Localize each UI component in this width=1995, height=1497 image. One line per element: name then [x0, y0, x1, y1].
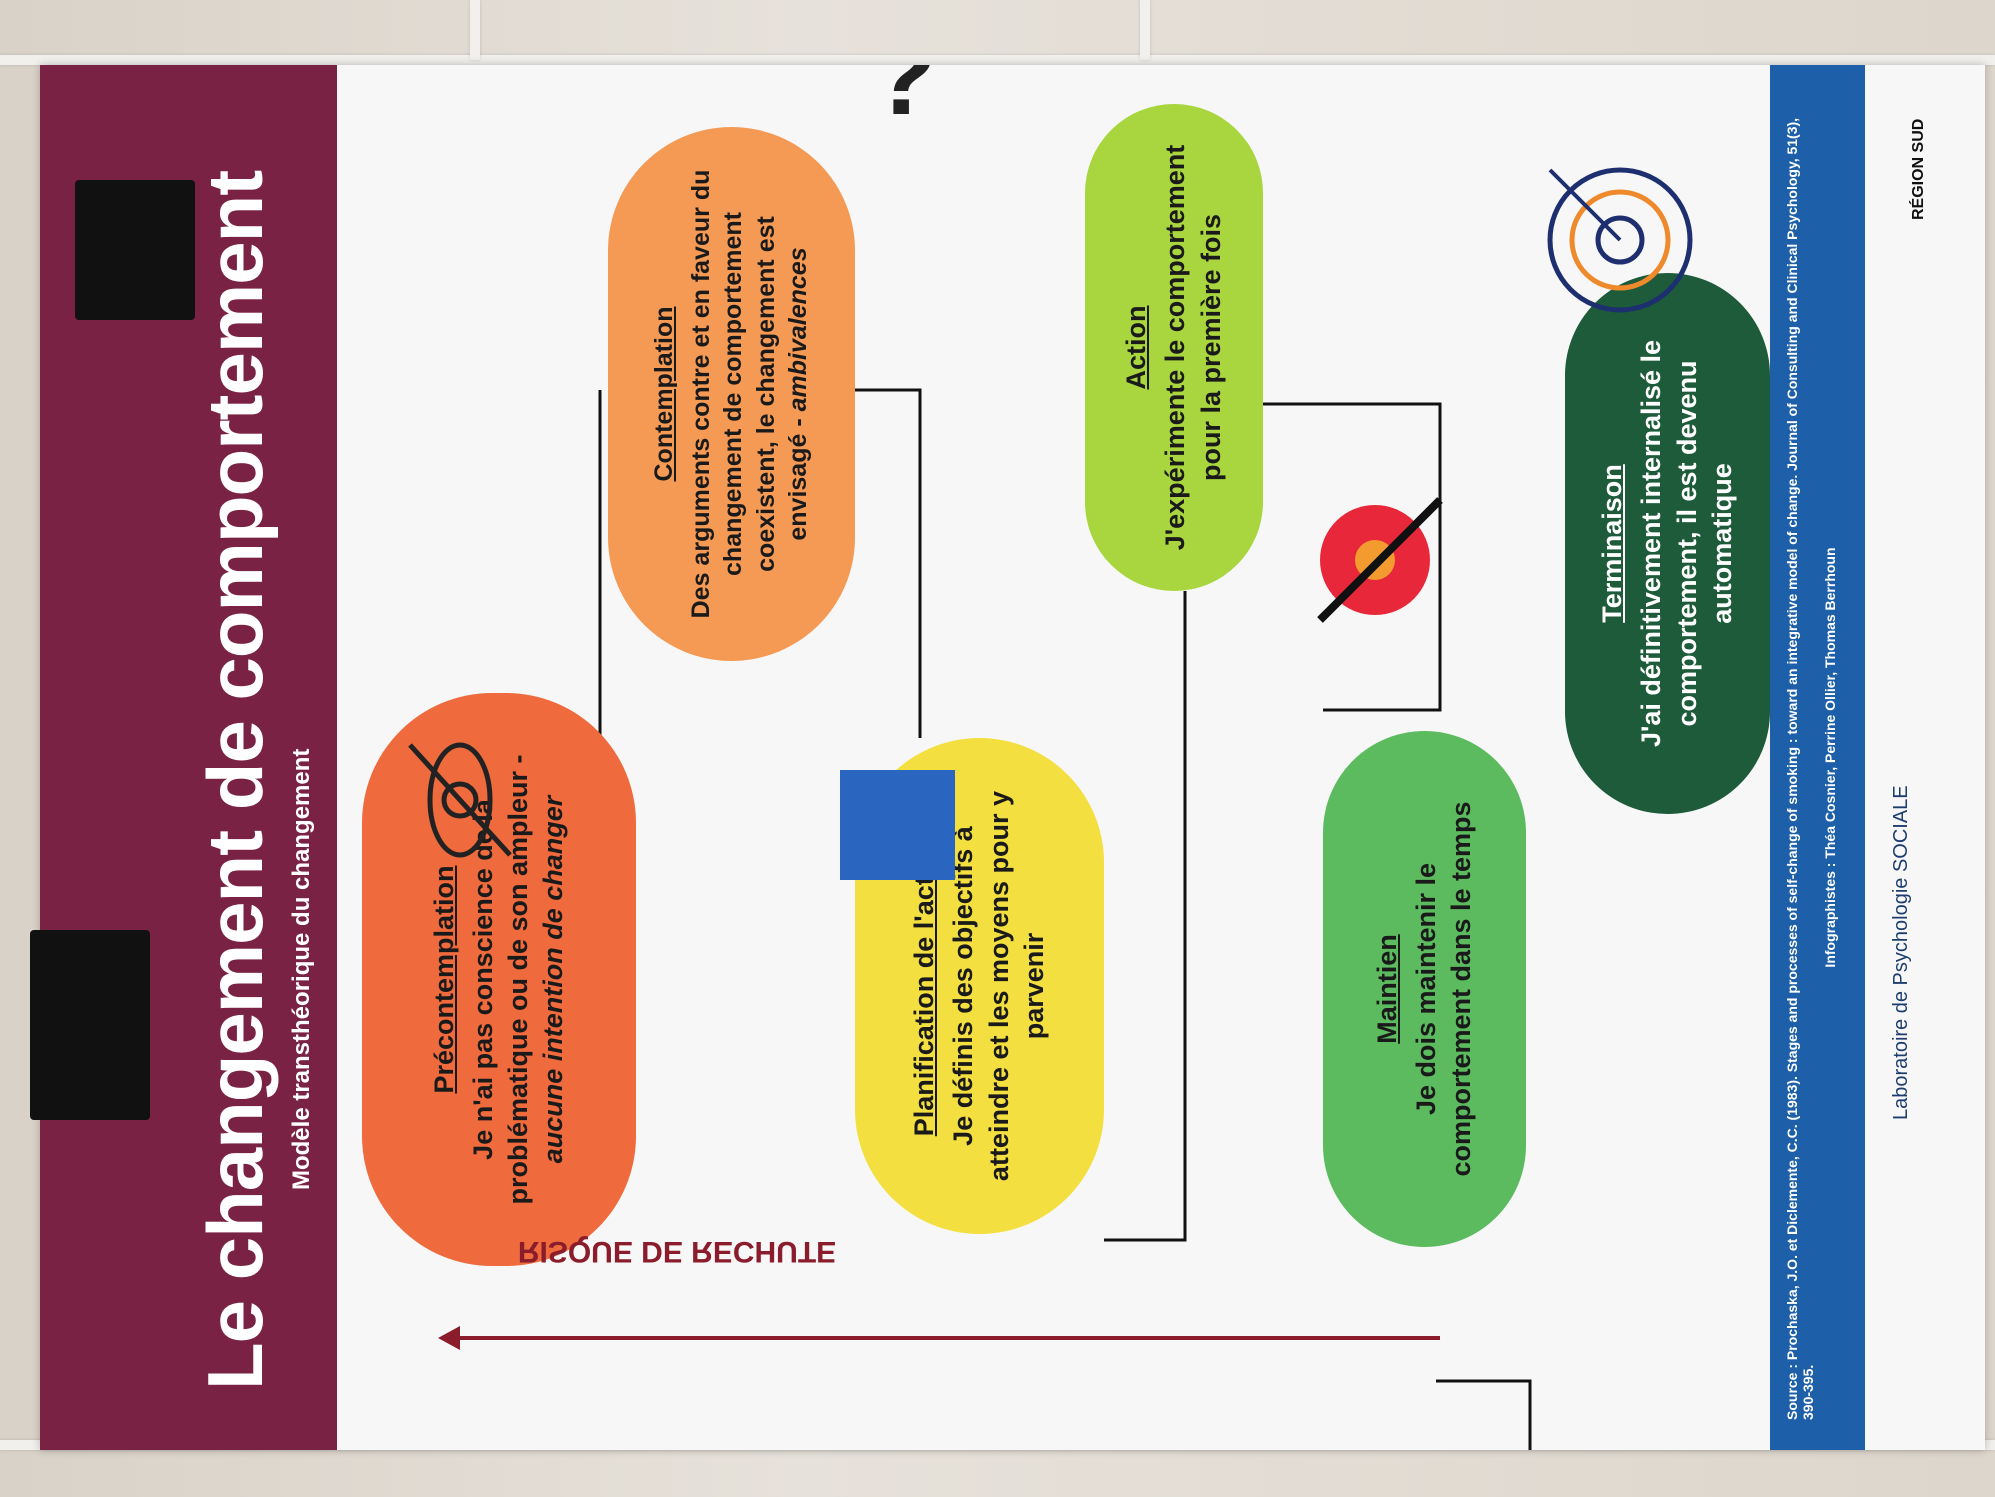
flower-mascot-icon [1317, 497, 1443, 623]
stage-title: Terminaison [1597, 464, 1628, 623]
stage-text: J'expérimente le comportement pour la pr… [1160, 144, 1226, 551]
stage-title: Maintien [1371, 934, 1402, 1044]
binder-clip [30, 930, 150, 1120]
stage-terminaison: Terminaison J'ai définitivement internal… [1565, 273, 1770, 814]
stage-maintien: Maintien Je dois maintenir le comporteme… [1323, 731, 1526, 1247]
stage-title: Précontemplation [428, 865, 459, 1094]
wire-rack-bar [470, 0, 480, 60]
footer-band: Source : Prochaska, J.O. et Diclemente, … [1770, 65, 1865, 1450]
crossed-eye-icon [408, 742, 512, 858]
stage-text: J'ai définitivement internalisé le compo… [1636, 339, 1737, 748]
stage-action: Action J'expérimente le comportement pou… [1085, 104, 1263, 591]
credits: Infographistes : Théa Cosnier, Perrine O… [1822, 547, 1838, 968]
lab-logo: Laboratoire de Psychologie SOCIALE [1890, 785, 1912, 1120]
stage-text: Je dois maintenir le comportement dans l… [1410, 801, 1477, 1177]
stage-title: Action [1121, 305, 1152, 390]
question-mark-icon: ? [869, 65, 938, 138]
stage-emphasis: ambivalences [784, 247, 813, 412]
source-citation: Source : Prochaska, J.O. et Diclemente, … [1784, 117, 1816, 1420]
relapse-risk-label: RISQUE DE RECHUTE [517, 1234, 837, 1268]
poster: Le changement de comportement Modèle tra… [40, 65, 1985, 1450]
wire-rack-bar [0, 55, 1995, 65]
stage-title: Planification de l'action [909, 835, 940, 1137]
stage-contemplation: Contemplation Des arguments contre et en… [608, 127, 855, 661]
binder-clip [75, 180, 195, 320]
wire-rack-bar [1140, 0, 1150, 60]
stage-text: Je définis des objectifs à atteindre et … [948, 790, 1049, 1182]
region-sud-logo: RÉGION SUD [1910, 118, 1927, 220]
stage-emphasis: aucune intention de changer [538, 795, 569, 1164]
stage-title: Contemplation [650, 306, 679, 482]
checklist-icon [840, 770, 955, 880]
target-icon [1547, 167, 1693, 313]
